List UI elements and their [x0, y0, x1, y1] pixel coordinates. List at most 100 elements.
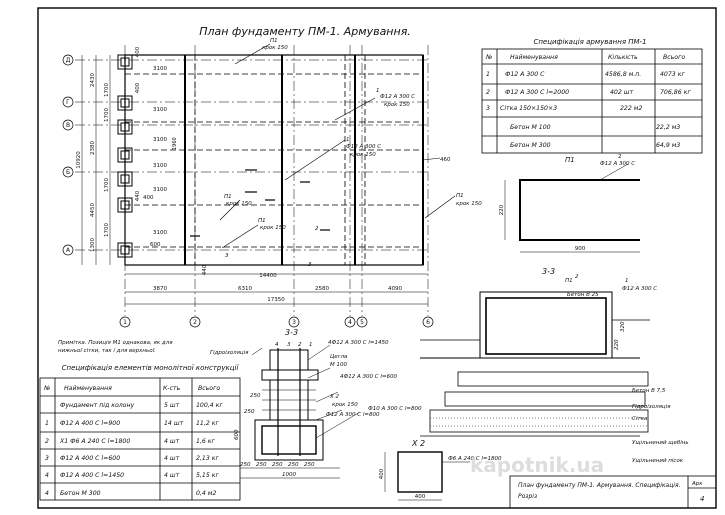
spec-top-table — [481, 48, 703, 154]
section-33-right — [420, 291, 650, 437]
dim-label: 3100 — [153, 230, 167, 236]
table-header: Всього — [663, 54, 685, 61]
section-label: Цегла — [330, 354, 348, 360]
dim-label: 4090 — [388, 286, 402, 292]
x2-detail — [384, 451, 470, 501]
table-cell: Ф12 А 400 С l=1450 — [60, 472, 124, 479]
table-header: Всього — [198, 385, 220, 392]
section-dim: 250 — [256, 462, 267, 468]
callout-text: Ф12 А 300 С — [380, 94, 415, 100]
section-label: Х 2 — [329, 394, 340, 400]
table-cell: 22,2 м3 — [656, 124, 680, 131]
spec-bottom-title: Специфікація елементів монолітної констр… — [62, 364, 240, 372]
dim-label: 17350 — [267, 297, 285, 303]
title-block — [509, 475, 717, 509]
section-label: Ф10 А 300 С l=800 — [368, 406, 422, 412]
note-line: нижньої сітки, так і для верхньої. — [58, 348, 156, 354]
dim-label: 4450 — [90, 203, 96, 217]
section-dim: 1000 — [282, 472, 296, 478]
callout-text: крок 150 — [226, 201, 252, 207]
section-dim: 320 — [620, 321, 626, 332]
table-cell: 222 м2 — [620, 105, 642, 112]
p1-width: 900 — [575, 246, 586, 252]
sheet-frame — [37, 7, 717, 509]
table-cell: 706,86 кг — [660, 89, 691, 96]
dim-label: 1700 — [104, 83, 110, 97]
section-title: 3-3 — [542, 267, 555, 276]
table-cell: 0,4 м2 — [196, 490, 216, 497]
table-cell: 11,2 кг — [196, 420, 219, 427]
dim-label: 1960 — [172, 137, 178, 150]
axis-col-label: 4 — [348, 319, 352, 326]
section-dim: 250 — [250, 393, 261, 399]
section-number: 2 — [575, 274, 579, 280]
spec-top-title: Специфікація армування ПМ-1 — [533, 38, 646, 46]
dim-label: 3100 — [153, 137, 167, 143]
table-header: Найменування — [510, 54, 558, 61]
bottom-dimension-chain — [125, 273, 428, 305]
dim-label: 3870 — [153, 286, 167, 292]
table-cell: 2 — [486, 89, 490, 96]
table-cell: 4 шт — [164, 438, 180, 445]
section-label: Ущільнений щебінь — [632, 440, 689, 446]
dim-label: 2580 — [315, 286, 329, 292]
dim-label: 1300 — [90, 238, 96, 252]
x2-title: Х 2 — [411, 439, 425, 448]
axis-row-label: В — [66, 122, 70, 129]
axis-row-label: Д — [66, 57, 71, 64]
section-label: Ф12 А 300 С l=800 — [326, 412, 380, 418]
section-label: 4Ф12 А 300 С l=1450 — [328, 340, 389, 346]
table-cell: 64,9 м3 — [656, 142, 680, 149]
dim-label: 460 — [440, 157, 451, 163]
section-number: 1 — [625, 278, 629, 284]
callout-text: П1 — [258, 218, 266, 224]
section-label: М 100 — [330, 362, 347, 368]
callout-text: крок 150 — [384, 102, 410, 108]
table-cell: 2,13 кг — [196, 455, 219, 462]
axis-markers — [62, 54, 434, 328]
section-dim: 250 — [240, 462, 251, 468]
section-number: 3 — [287, 342, 291, 348]
table-cell: Ф12 А 400 С l=900 — [60, 420, 120, 427]
table-cell: 4 — [45, 490, 49, 497]
callout-text: крок 150 — [456, 201, 482, 207]
axis-col-label: 5 — [360, 319, 364, 326]
section-dim: 250 — [272, 462, 283, 468]
dim-label: 10920 — [76, 151, 82, 169]
table-cell: 4586,8 м.п. — [605, 71, 641, 78]
table-cell: 14 шт — [164, 420, 184, 427]
note-line: Примітка. Позиція М1 однакова, як для — [58, 340, 173, 346]
callout-text: П1 — [224, 194, 232, 200]
table-cell: 1 — [45, 420, 49, 427]
foundation-plan — [75, 43, 456, 316]
stamp-line-2: Розріз — [518, 493, 537, 500]
table-cell: 4 — [45, 472, 49, 479]
dim-label: 1700 — [104, 223, 110, 237]
section-dim: 250 — [244, 409, 255, 415]
axis-row-label: А — [66, 247, 71, 254]
table-cell: 402 шт — [610, 89, 633, 96]
section-label: Бетон В 25 — [567, 292, 599, 298]
table-cell: Сітка 150×150×3 — [500, 104, 557, 112]
table-cell: Ф12 А 300 С l=2000 — [505, 89, 569, 96]
section-label: 4Ф12 А 300 С l=600 — [340, 374, 397, 380]
dim-label: 440 — [135, 190, 141, 201]
table-cell: 5 шт — [164, 402, 180, 409]
table-header: К-сть — [163, 385, 181, 392]
table-cell: 2 — [45, 438, 49, 445]
table-cell: 4073 кг — [660, 71, 685, 78]
axis-row-label: Г — [66, 99, 70, 106]
section-title: 3-3 — [285, 328, 298, 337]
dim-label: 3100 — [153, 107, 167, 113]
table-cell: 1,6 кг — [196, 438, 216, 445]
callout-number: 2 — [315, 226, 319, 232]
stamp-sheet-number: 4 — [700, 495, 704, 503]
table-cell: 1 — [486, 71, 490, 78]
table-cell: Х1 Ф6 А 240 С l=1800 — [59, 438, 130, 445]
axis-col-label: 6 — [426, 319, 430, 326]
callout-text: крок 150 — [262, 45, 288, 51]
x2-height: 400 — [379, 468, 385, 479]
section-label: Гідроізоляція — [210, 350, 249, 356]
dim-label: 3100 — [153, 163, 167, 169]
